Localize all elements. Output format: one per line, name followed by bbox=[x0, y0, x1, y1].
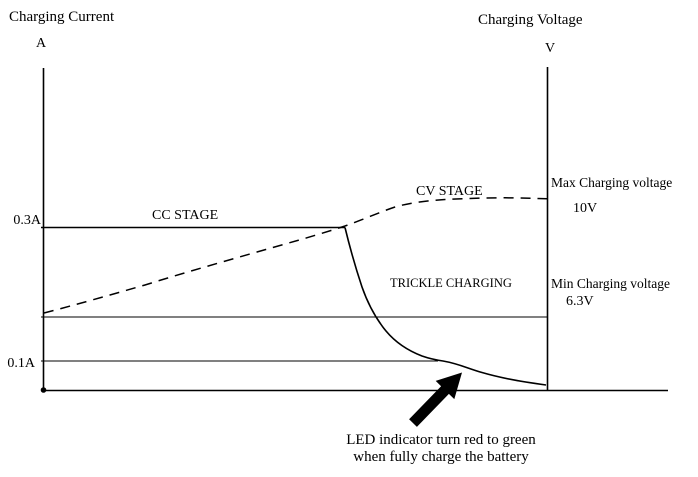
trickle-charging-label: TRICKLE CHARGING bbox=[390, 276, 512, 290]
charging-voltage-curve bbox=[43, 197, 548, 314]
max-voltage-label: Max Charging voltage bbox=[551, 175, 672, 190]
left-axis-title: Charging Current bbox=[9, 9, 115, 25]
min-voltage-value: 6.3V bbox=[566, 294, 594, 309]
led-annotation-line1: LED indicator turn red to green bbox=[346, 432, 536, 448]
led-annotation-line2: when fully charge the battery bbox=[353, 449, 529, 465]
tick-label-0-3a: 0.3A bbox=[13, 213, 42, 228]
right-axis-title: Charging Voltage bbox=[478, 12, 583, 28]
right-axis-unit: V bbox=[545, 41, 555, 56]
led-annotation-arrow-icon bbox=[409, 372, 462, 427]
cc-stage-label: CC STAGE bbox=[152, 208, 218, 223]
max-voltage-value: 10V bbox=[573, 201, 597, 216]
tick-label-0-1a: 0.1A bbox=[7, 356, 36, 371]
min-voltage-label: Min Charging voltage bbox=[551, 276, 670, 291]
charging-current-curve bbox=[344, 227, 547, 386]
cv-stage-label: CV STAGE bbox=[416, 184, 483, 199]
left-axis-unit: A bbox=[36, 36, 47, 51]
origin-dot bbox=[40, 387, 47, 393]
